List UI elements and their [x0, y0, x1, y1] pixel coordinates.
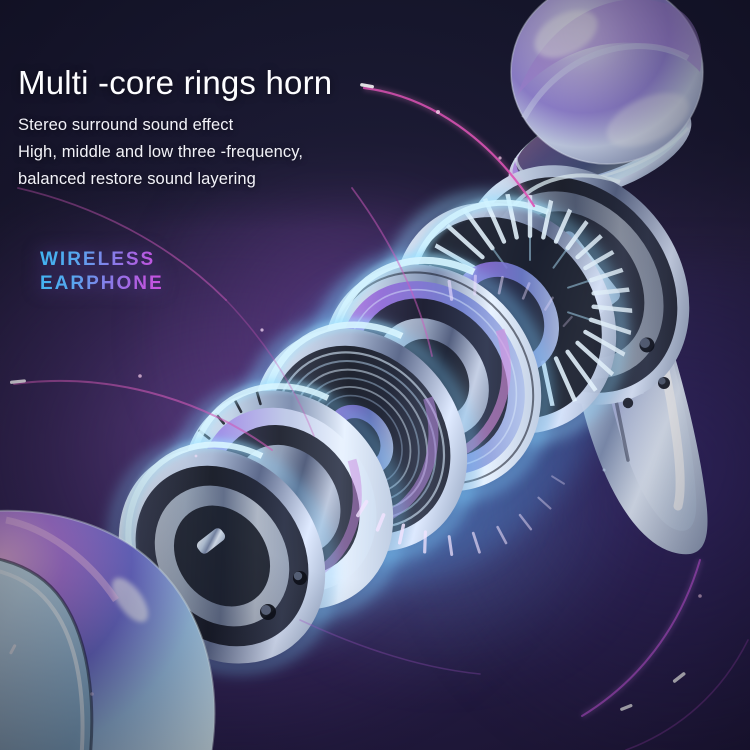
subtitle-block: Stereo surround sound effect High, middl…	[18, 112, 303, 193]
subtitle-line-2: High, middle and low three -frequency,	[18, 143, 304, 161]
brand-badge: WIRELESS EARPHONE	[40, 248, 164, 296]
brand-badge-line-2: EARPHONE	[40, 273, 164, 294]
page-title: Multi -core rings horn	[18, 64, 333, 101]
subtitle-line-3: balanced restore sound layering	[18, 170, 256, 188]
streak-arc-lower-right	[580, 559, 749, 750]
subtitle-line-1: Stereo surround sound effect	[18, 116, 234, 134]
brand-badge-line-1: WIRELESS	[40, 249, 156, 270]
